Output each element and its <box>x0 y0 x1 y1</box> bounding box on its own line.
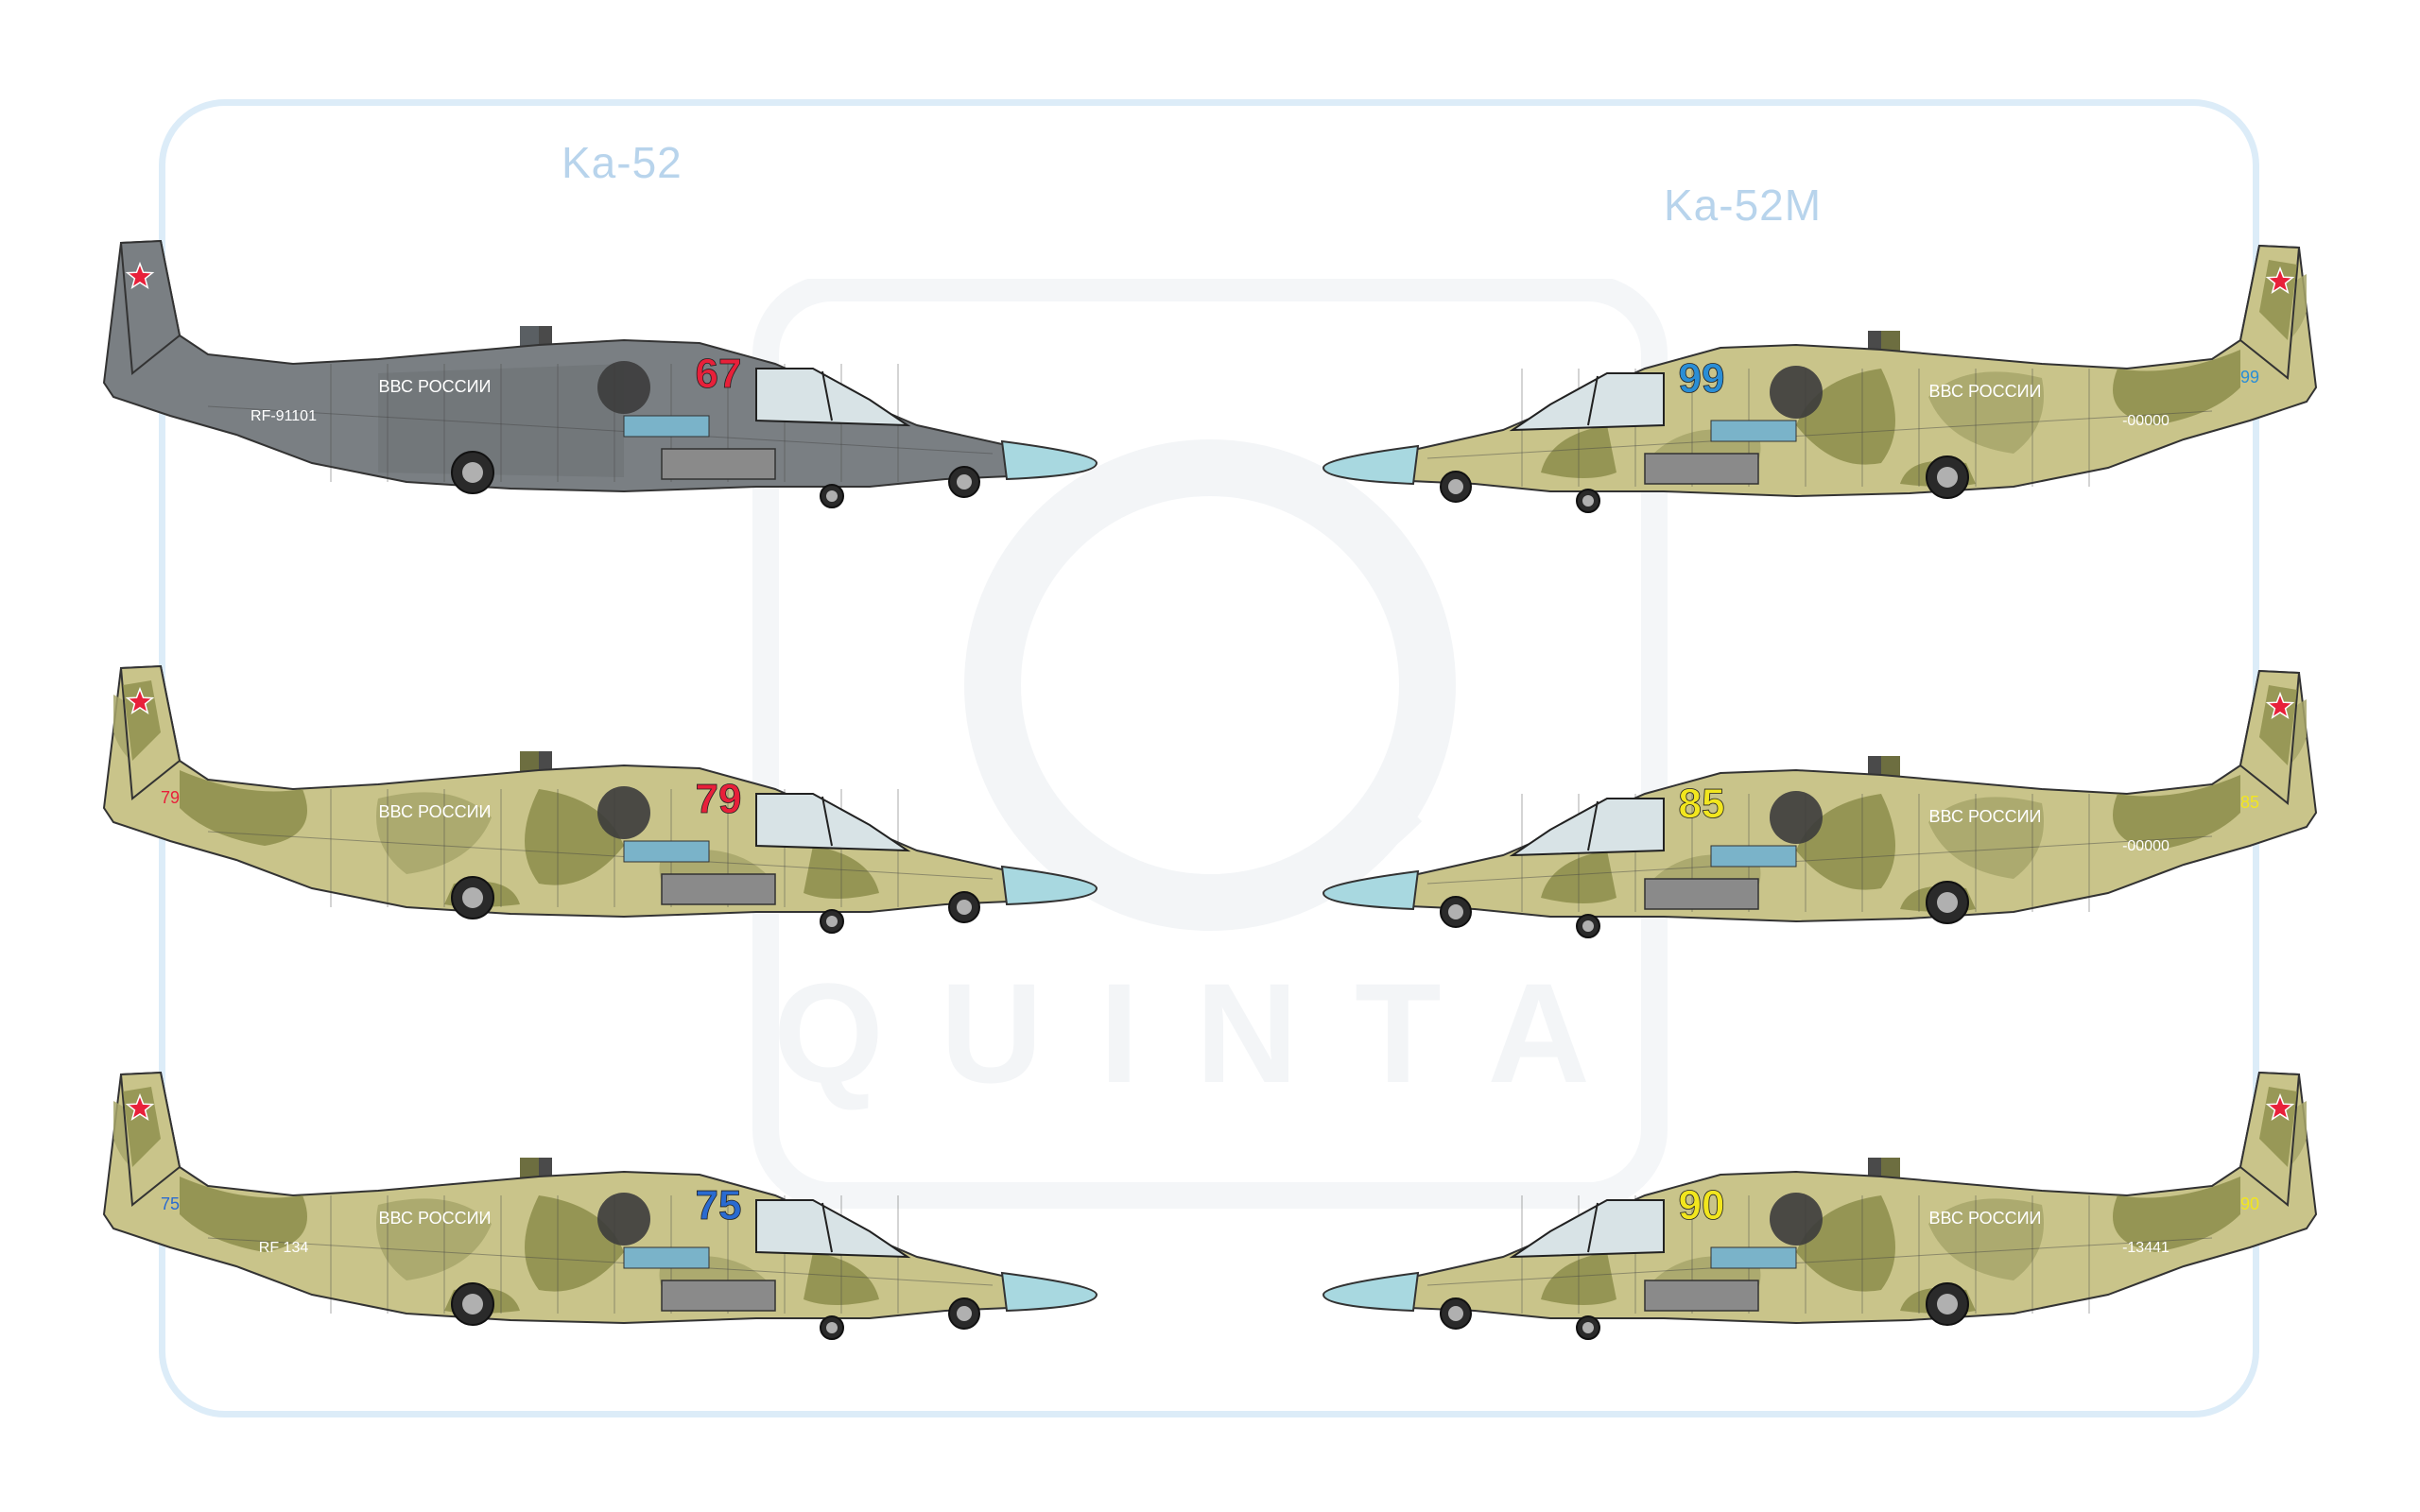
canopy <box>755 368 911 427</box>
title-ka52m: Ka-52M <box>1664 180 1823 230</box>
nose-cone <box>1322 444 1420 486</box>
red-star-icon <box>125 686 155 715</box>
tail-number: 90 <box>2240 1194 2259 1213</box>
side-number: 90 <box>1679 1182 1725 1228</box>
watermark-text: QUINTA <box>773 954 1647 1112</box>
registration-number: -13441 <box>2122 1240 2169 1256</box>
nose-cone <box>1000 439 1098 481</box>
side-number: 75 <box>696 1182 742 1228</box>
registration-number: -00000 <box>2122 413 2169 429</box>
side-number: 67 <box>696 351 742 397</box>
tail-number: 99 <box>2240 368 2259 387</box>
nose-cone <box>1322 1271 1420 1313</box>
canopy <box>755 793 911 852</box>
air-force-inscription: ВВС РОССИИ <box>1929 807 2042 826</box>
red-star-icon <box>2265 691 2295 720</box>
tail-number: 79 <box>161 788 180 807</box>
canopy <box>1509 1199 1665 1259</box>
side-number: 85 <box>1679 781 1725 827</box>
air-force-inscription: ВВС РОССИИ <box>1929 382 2042 401</box>
canopy <box>755 1199 911 1259</box>
nose-cone <box>1000 865 1098 906</box>
red-star-icon <box>125 1092 155 1122</box>
nose-cone <box>1000 1271 1098 1313</box>
registration-number: RF-91101 <box>251 408 317 424</box>
registration-number: -00000 <box>2122 838 2169 854</box>
air-force-inscription: ВВС РОССИИ <box>379 802 492 821</box>
quinta-watermark: QUINTA <box>752 279 1668 1209</box>
title-ka52: Ka-52 <box>562 138 683 187</box>
side-number: 99 <box>1679 355 1725 402</box>
tail-number: 75 <box>161 1194 180 1213</box>
tail-number: 85 <box>2240 793 2259 812</box>
red-star-icon <box>2265 1092 2295 1122</box>
red-star-icon <box>125 261 155 290</box>
registration-number: RF 134 <box>259 1240 309 1256</box>
air-force-inscription: ВВС РОССИИ <box>1929 1209 2042 1228</box>
air-force-inscription: ВВС РОССИИ <box>379 377 492 396</box>
air-force-inscription: ВВС РОССИИ <box>379 1209 492 1228</box>
nose-cone <box>1322 869 1420 911</box>
red-star-icon <box>2265 266 2295 295</box>
canopy <box>1509 372 1665 432</box>
side-number: 79 <box>696 776 742 822</box>
canopy <box>1509 798 1665 857</box>
